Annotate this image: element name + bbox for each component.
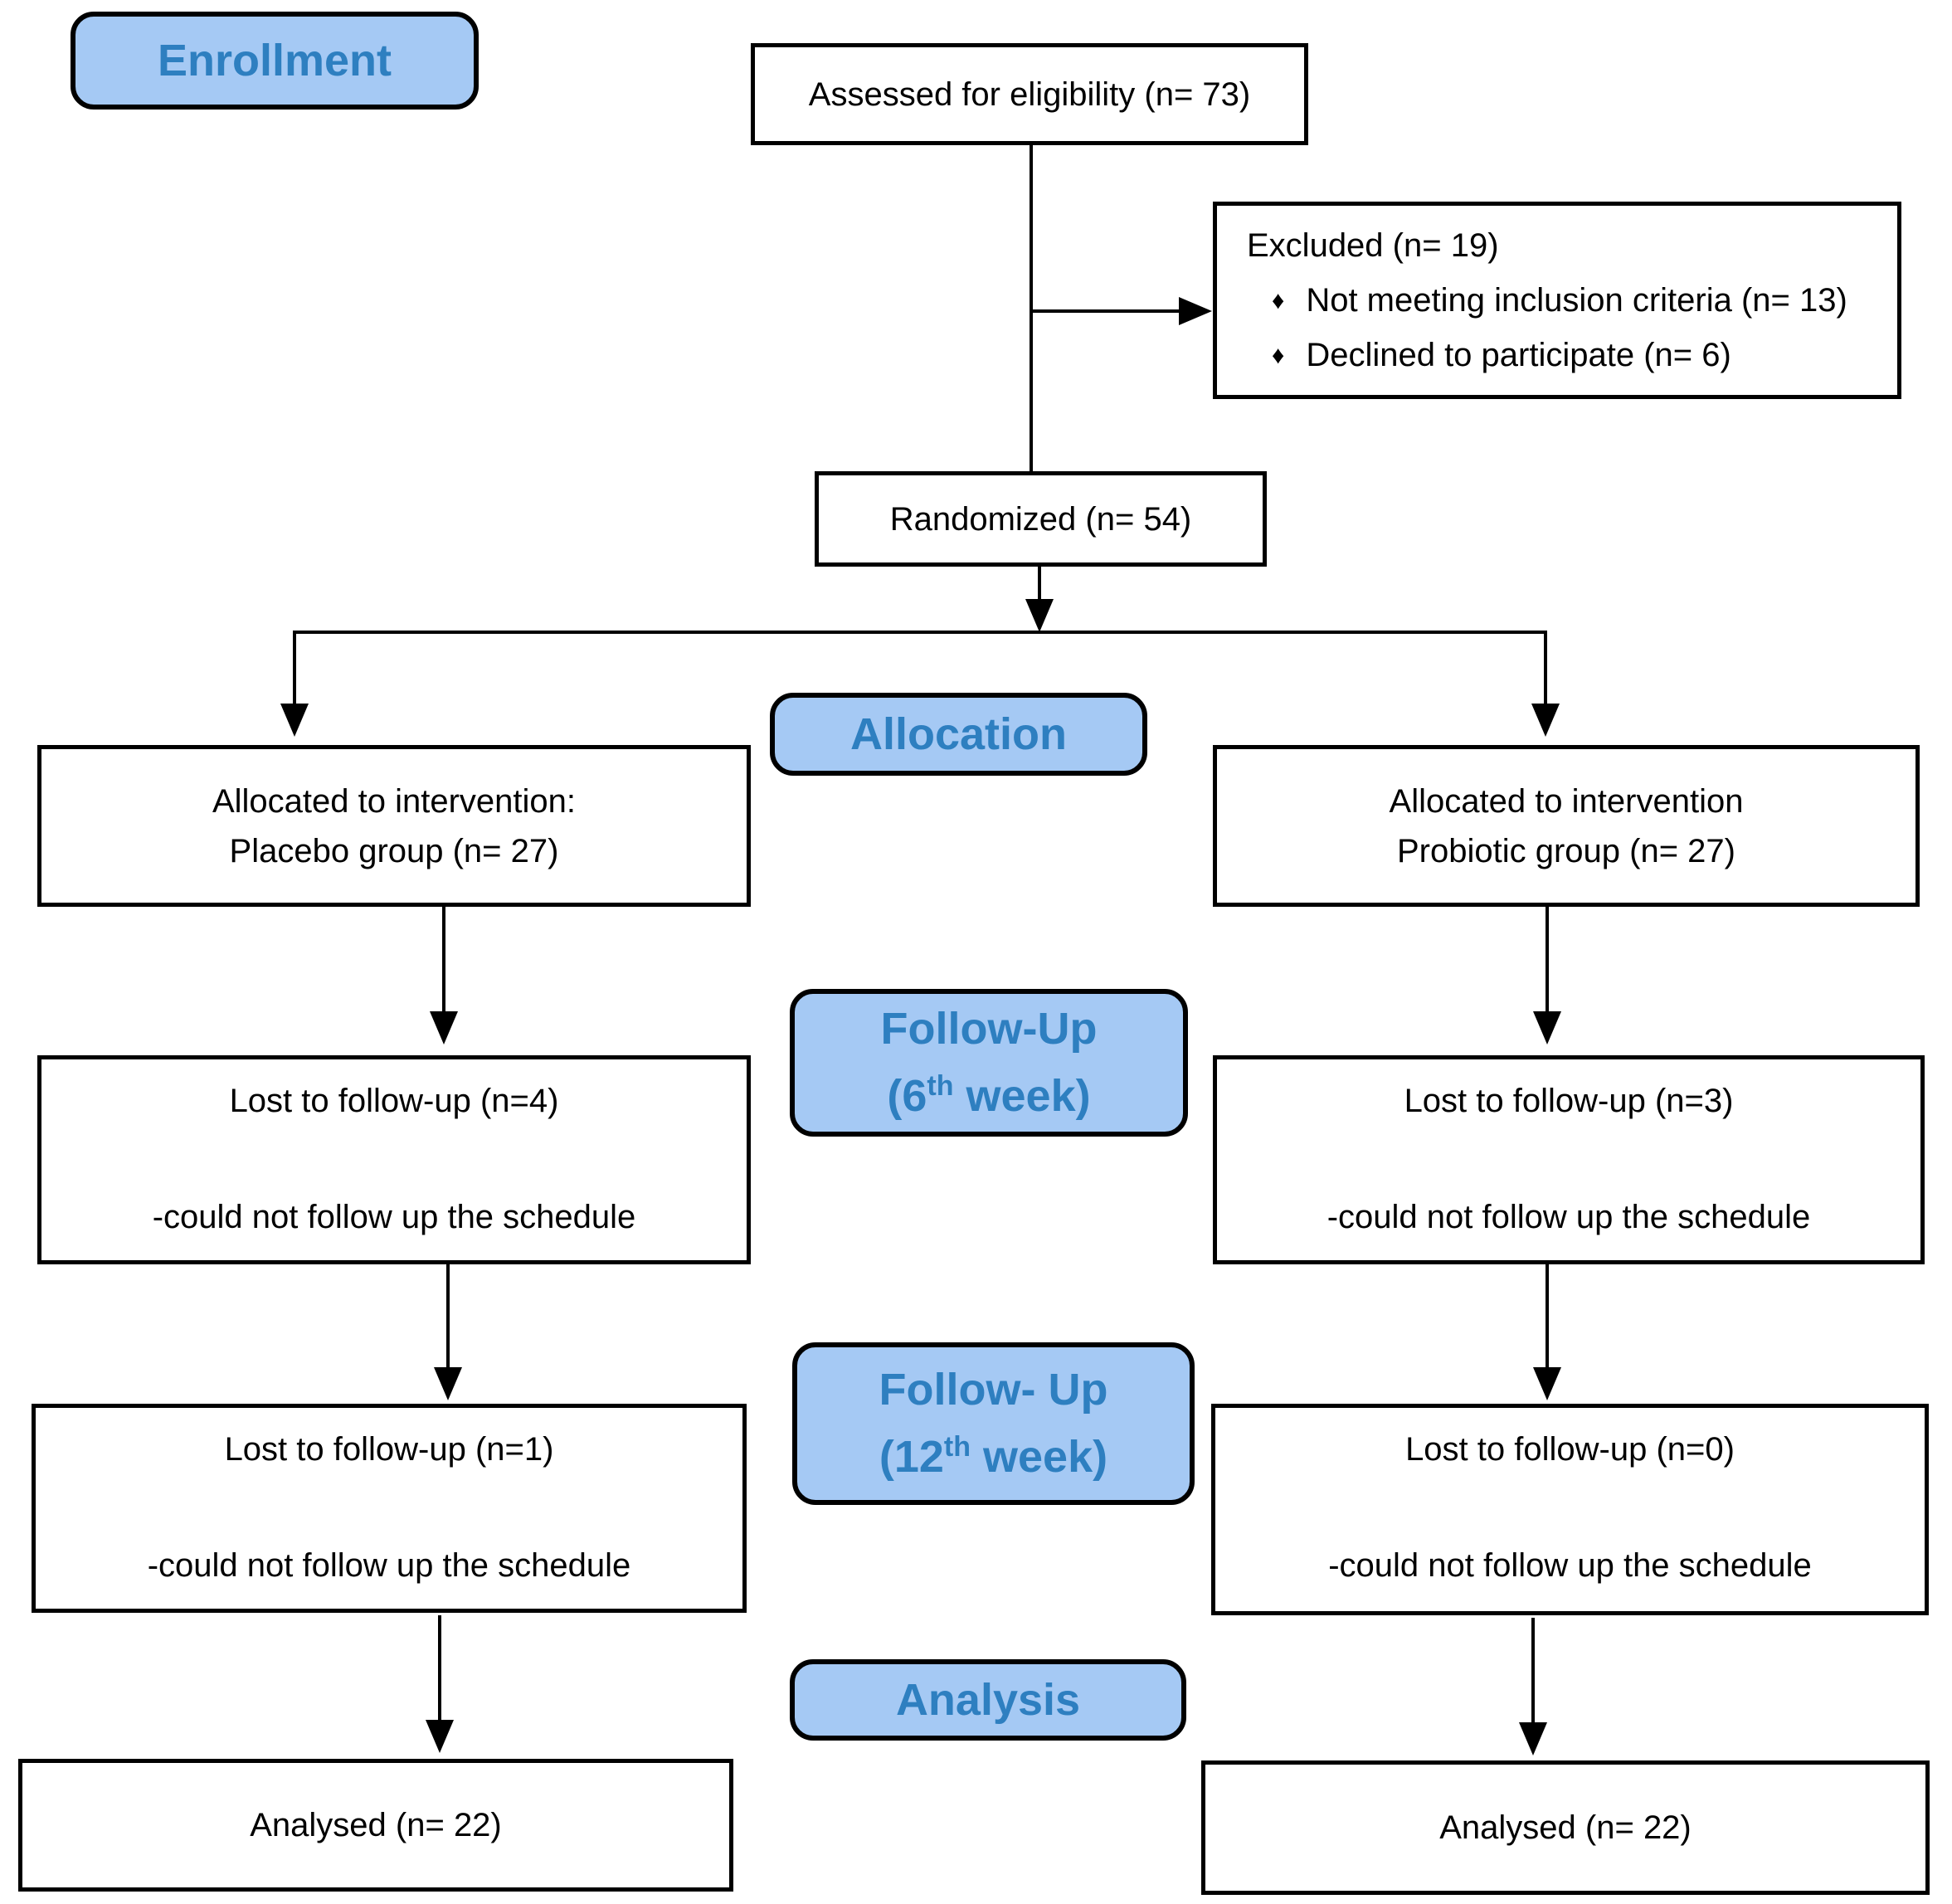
allocated-placebo-line2: Placebo group (n= 27): [229, 832, 559, 869]
connector-line: [1546, 1264, 1549, 1369]
analysed-placebo-box: Analysed (n= 22): [18, 1759, 733, 1892]
arrow-down-icon: [1531, 704, 1560, 737]
connector-line: [293, 631, 1547, 634]
followup-12week-line2: (12th week): [879, 1431, 1108, 1482]
arrow-down-icon: [1519, 1722, 1547, 1755]
analysed-probiotic-text: Analysed (n= 22): [1439, 1809, 1692, 1846]
arrow-down-icon: [430, 1011, 458, 1045]
followup-12week-line1: Follow- Up: [879, 1365, 1108, 1415]
lost-followup-line2: -could not follow up the schedule: [1326, 1199, 1811, 1235]
arrow-down-icon: [1533, 1011, 1561, 1045]
lost-followup-line2: -could not follow up the schedule: [152, 1199, 636, 1235]
allocated-probiotic-box: Allocated to intervention Probiotic grou…: [1213, 745, 1920, 907]
analysis-phase-text: Analysis: [895, 1674, 1081, 1725]
arrow-down-icon: [426, 1720, 454, 1753]
followup-12week-phase-label: Follow- Up (12th week): [792, 1342, 1195, 1505]
lost-followup-12week-probiotic-box: Lost to follow-up (n=0) -could not follo…: [1211, 1404, 1929, 1615]
allocated-placebo-box: Allocated to intervention: Placebo group…: [37, 745, 751, 907]
connector-line: [446, 1264, 450, 1369]
excluded-item: ♦ Declined to participate (n= 6): [1247, 330, 1731, 380]
ordinal-suffix: th: [943, 1431, 971, 1463]
lost-followup-6week-probiotic-box: Lost to follow-up (n=3) -could not follo…: [1213, 1055, 1925, 1264]
assessed-eligibility-box: Assessed for eligibility (n= 73): [751, 43, 1308, 145]
analysed-placebo-text: Analysed (n= 22): [250, 1807, 502, 1843]
diamond-bullet-icon: ♦: [1272, 286, 1285, 314]
lost-followup-12week-placebo-box: Lost to follow-up (n=1) -could not follo…: [32, 1404, 747, 1613]
connector-line: [438, 1615, 441, 1721]
arrow-down-icon: [1025, 599, 1054, 632]
lost-followup-line1: Lost to follow-up (n=0): [1405, 1431, 1735, 1468]
analysed-probiotic-box: Analysed (n= 22): [1201, 1760, 1930, 1895]
arrow-down-icon: [280, 704, 309, 737]
excluded-title: Excluded (n= 19): [1247, 227, 1499, 264]
connector-line: [1031, 309, 1180, 313]
lost-followup-line1: Lost to follow-up (n=4): [229, 1083, 559, 1119]
lost-followup-6week-placebo-box: Lost to follow-up (n=4) -could not follo…: [37, 1055, 751, 1264]
followup-6week-phase-label: Follow-Up (6th week): [790, 989, 1188, 1137]
connector-line: [1531, 1618, 1535, 1724]
connector-line: [1030, 145, 1033, 471]
connector-line: [293, 631, 296, 705]
arrow-down-icon: [1533, 1367, 1561, 1400]
lost-followup-line2: -could not follow up the schedule: [147, 1547, 631, 1584]
lost-followup-line2: -could not follow up the schedule: [1328, 1547, 1812, 1584]
excluded-box: Excluded (n= 19) ♦ Not meeting inclusion…: [1213, 202, 1901, 399]
assessed-eligibility-text: Assessed for eligibility (n= 73): [808, 75, 1251, 113]
lost-followup-line1: Lost to follow-up (n=1): [224, 1431, 554, 1468]
randomized-box: Randomized (n= 54): [815, 471, 1267, 567]
excluded-item-text: Not meeting inclusion criteria (n= 13): [1306, 282, 1847, 319]
allocated-probiotic-line2: Probiotic group (n= 27): [1396, 832, 1735, 869]
allocation-phase-text: Allocation: [849, 709, 1067, 759]
enrollment-phase-text: Enrollment: [157, 35, 392, 85]
connector-line: [1546, 907, 1549, 1013]
randomized-text: Randomized (n= 54): [889, 500, 1192, 538]
lost-followup-line1: Lost to follow-up (n=3): [1404, 1083, 1734, 1119]
followup-6week-line2: (6th week): [887, 1070, 1091, 1121]
allocation-phase-label: Allocation: [770, 693, 1147, 776]
connector-line: [1038, 567, 1041, 601]
enrollment-phase-label: Enrollment: [71, 12, 479, 110]
connector-line: [1544, 631, 1547, 705]
arrow-down-icon: [434, 1367, 462, 1400]
ordinal-suffix: th: [927, 1070, 954, 1102]
excluded-item-text: Declined to participate (n= 6): [1306, 337, 1731, 373]
analysis-phase-label: Analysis: [790, 1659, 1186, 1741]
allocated-placebo-line1: Allocated to intervention:: [212, 782, 577, 820]
arrow-right-icon: [1179, 297, 1212, 325]
allocated-probiotic-line1: Allocated to intervention: [1389, 782, 1744, 820]
connector-line: [442, 907, 445, 1013]
followup-6week-line1: Follow-Up: [880, 1004, 1098, 1054]
diamond-bullet-icon: ♦: [1272, 341, 1285, 369]
excluded-item: ♦ Not meeting inclusion criteria (n= 13): [1247, 275, 1847, 325]
